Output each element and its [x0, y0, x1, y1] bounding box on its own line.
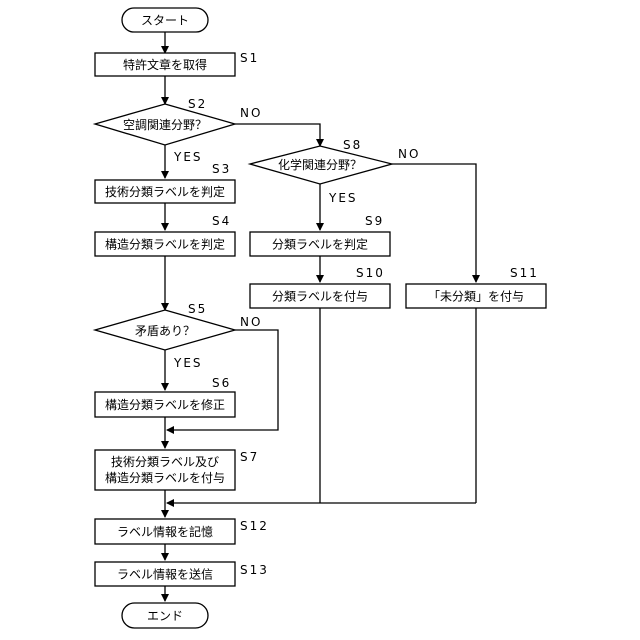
process-s1: 特許文章を取得 — [95, 53, 235, 76]
process-s11: 「未分類」を付与 — [406, 284, 546, 308]
process-s10: 分類ラベルを付与 — [250, 284, 390, 308]
process-s7-text-line2: 構造分類ラベルを付与 — [105, 471, 225, 485]
step-label-s9: S9 — [365, 214, 384, 228]
step-label-s3: S3 — [212, 162, 231, 176]
step-label-s7: S7 — [240, 450, 259, 464]
process-s4: 構造分類ラベルを判定 — [95, 232, 235, 256]
step-label-s10: S10 — [356, 266, 385, 280]
process-s3-text: 技術分類ラベルを判定 — [105, 184, 225, 199]
branch-label-s2-no: NO — [240, 106, 262, 120]
process-s9-text: 分類ラベルを判定 — [272, 237, 368, 252]
process-s12-text: ラベル情報を記憶 — [117, 524, 213, 539]
process-s6-text: 構造分類ラベルを修正 — [105, 397, 225, 412]
process-s1-text: 特許文章を取得 — [123, 57, 207, 72]
decision-s5-text: 矛盾あり？ — [135, 324, 195, 338]
decision-s8: 化学関連分野？ — [250, 146, 392, 184]
terminal-start-text: スタート — [141, 14, 189, 28]
step-label-s11: S11 — [510, 266, 539, 280]
decision-s2: 空調関連分野？ — [95, 104, 235, 145]
terminal-end: エンド — [122, 603, 208, 628]
process-s6: 構造分類ラベルを修正 — [95, 392, 235, 417]
arrow-s8-no-s11 — [392, 164, 476, 282]
step-label-s2: S2 — [188, 97, 207, 111]
branch-label-s5-yes: YES — [173, 356, 203, 370]
branch-label-s2-yes: YES — [173, 150, 203, 164]
process-s13: ラベル情報を送信 — [95, 562, 235, 586]
process-s7: 技術分類ラベル及び 構造分類ラベルを付与 — [95, 450, 235, 490]
process-s13-text: ラベル情報を送信 — [117, 567, 213, 582]
step-label-s12: S12 — [240, 519, 269, 533]
process-s9: 分類ラベルを判定 — [250, 232, 390, 256]
step-label-s13: S13 — [240, 563, 269, 577]
terminal-start: スタート — [122, 8, 208, 32]
step-label-s1: S1 — [240, 51, 259, 65]
process-s11-text: 「未分類」を付与 — [428, 290, 524, 304]
process-s3: 技術分類ラベルを判定 — [95, 180, 235, 203]
arrow-s2-no-s8 — [235, 124, 320, 146]
process-s4-text: 構造分類ラベルを判定 — [105, 237, 225, 252]
branch-label-s5-no: NO — [240, 315, 262, 329]
process-s12: ラベル情報を記憶 — [95, 519, 235, 544]
step-label-s4: S4 — [212, 214, 231, 228]
process-s7-text-line1: 技術分類ラベル及び — [111, 455, 219, 469]
decision-s8-text: 化学関連分野？ — [278, 157, 362, 172]
branch-label-s8-no: NO — [398, 147, 420, 161]
step-label-s5: S5 — [188, 302, 207, 316]
step-label-s6: S6 — [212, 376, 231, 390]
branch-label-s8-yes: YES — [328, 191, 358, 205]
decision-s5: 矛盾あり？ — [95, 310, 235, 350]
step-label-s8: S8 — [343, 138, 362, 152]
process-s10-text: 分類ラベルを付与 — [272, 290, 368, 304]
terminal-end-text: エンド — [147, 609, 183, 623]
decision-s2-text: 空調関連分野？ — [123, 118, 207, 132]
step-labels: S1 S2 S3 S4 S5 S6 S7 S8 S9 S10 S11 S12 S… — [188, 51, 539, 577]
